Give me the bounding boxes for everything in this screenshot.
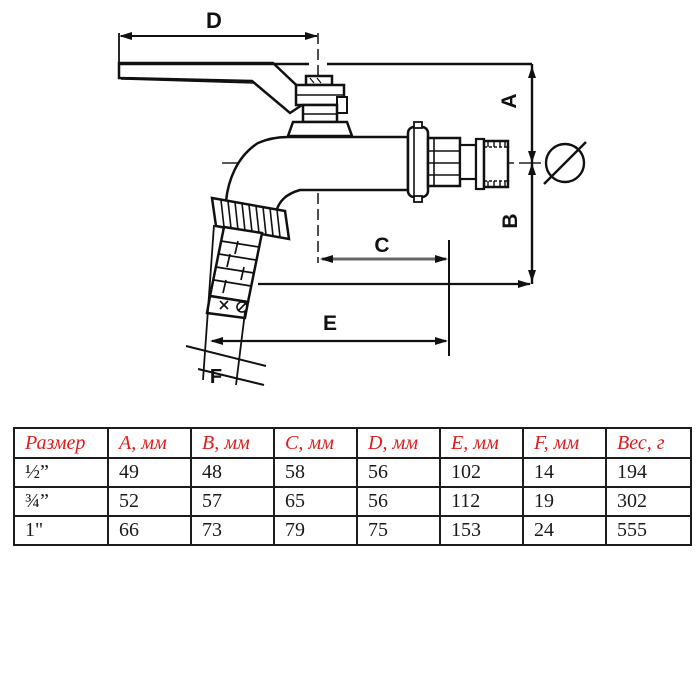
stem-cap-hatch bbox=[316, 77, 322, 84]
bonnet-flange bbox=[286, 120, 354, 138]
table-cell: 65 bbox=[273, 486, 358, 517]
table-cell: 66 bbox=[107, 515, 192, 546]
header-a: A, мм bbox=[107, 427, 192, 459]
table-cell: 555 bbox=[605, 515, 692, 546]
valve-technical-drawing: D A B C E F bbox=[117, 8, 587, 388]
dimensions-table: Размер A, мм B, мм C, мм D, мм E, мм F, … bbox=[13, 427, 692, 546]
dim-d-arrow-left bbox=[119, 32, 132, 40]
valve-body bbox=[224, 135, 410, 214]
thread-ticks bbox=[484, 141, 508, 187]
dim-c-arrow-right bbox=[435, 255, 448, 263]
table-cell: 79 bbox=[273, 515, 358, 546]
stem-cap-hatch bbox=[309, 77, 315, 84]
dim-f-stroke-2 bbox=[197, 368, 265, 386]
table-cell: 58 bbox=[273, 457, 358, 488]
handle-edge-line bbox=[120, 78, 255, 84]
table-row: ¾” 52 57 65 56 112 19 302 bbox=[13, 486, 692, 517]
table-cell: 153 bbox=[439, 515, 524, 546]
dim-label-d: D bbox=[206, 8, 222, 33]
header-weight: Вес, г bbox=[605, 427, 692, 459]
dim-label-f: F bbox=[210, 366, 222, 388]
hose-nozzle bbox=[208, 225, 264, 304]
dim-a-arrow-bottom bbox=[528, 151, 536, 163]
header-e: E, мм bbox=[439, 427, 524, 459]
table-cell: 302 bbox=[605, 486, 692, 517]
flange-top-notch bbox=[413, 121, 423, 129]
diameter-symbol-icon bbox=[543, 141, 587, 185]
table-cell: 56 bbox=[356, 486, 441, 517]
dim-f-ext-right bbox=[235, 311, 246, 386]
nozzle-ribs bbox=[213, 240, 260, 294]
dim-f-ext-left bbox=[202, 224, 215, 381]
handle-lever bbox=[117, 61, 313, 115]
stem-side-tab bbox=[336, 96, 348, 114]
header-d: D, мм bbox=[356, 427, 441, 459]
table-cell: 75 bbox=[356, 515, 441, 546]
dim-d-arrow-right bbox=[305, 32, 318, 40]
dim-c-arrow-left bbox=[320, 255, 333, 263]
inlet-flange-ring bbox=[406, 125, 430, 199]
dim-b-arrow-top bbox=[528, 163, 536, 175]
dim-b-arrow-bottom bbox=[528, 270, 536, 282]
threaded-end bbox=[482, 139, 510, 189]
table-cell: 24 bbox=[522, 515, 607, 546]
dim-f-stroke-1 bbox=[185, 345, 267, 367]
header-c: C, мм bbox=[273, 427, 358, 459]
bottom-ref-arrow bbox=[518, 280, 531, 288]
table-header-row: Размер A, мм B, мм C, мм D, мм E, мм F, … bbox=[13, 427, 692, 459]
dim-label-a: A bbox=[498, 93, 521, 108]
table-cell: ½” bbox=[13, 457, 109, 488]
table-cell: 112 bbox=[439, 486, 524, 517]
dim-e-arrow-right bbox=[435, 337, 448, 345]
table-cell: 56 bbox=[356, 457, 441, 488]
table-cell: 49 bbox=[107, 457, 192, 488]
collar-serrations bbox=[220, 199, 281, 238]
table-cell: 73 bbox=[190, 515, 275, 546]
table-cell: 48 bbox=[190, 457, 275, 488]
inlet-neck bbox=[458, 143, 478, 181]
table-cell: 1" bbox=[13, 515, 109, 546]
nozzle-tip-marks bbox=[219, 300, 248, 313]
table-cell: 14 bbox=[522, 457, 607, 488]
table-cell: 52 bbox=[107, 486, 192, 517]
table-cell: 19 bbox=[522, 486, 607, 517]
dim-label-e: E bbox=[323, 312, 337, 335]
table-row: ½” 49 48 58 56 102 14 194 bbox=[13, 457, 692, 488]
inlet-locknut bbox=[426, 136, 462, 188]
table-cell: 102 bbox=[439, 457, 524, 488]
header-size: Размер bbox=[13, 427, 109, 459]
table-row: 1" 66 73 79 75 153 24 555 bbox=[13, 515, 692, 546]
dim-label-b: B bbox=[499, 213, 522, 228]
table-cell: ¾” bbox=[13, 486, 109, 517]
table-cell: 57 bbox=[190, 486, 275, 517]
table-cell: 194 bbox=[605, 457, 692, 488]
header-b: B, мм bbox=[190, 427, 275, 459]
dim-label-c: C bbox=[374, 234, 389, 257]
locknut-lines bbox=[428, 138, 460, 186]
dim-a-arrow-top bbox=[528, 66, 536, 78]
dim-e-arrow-left bbox=[210, 337, 223, 345]
flange-bottom-notch bbox=[413, 195, 423, 203]
header-f: F, мм bbox=[522, 427, 607, 459]
